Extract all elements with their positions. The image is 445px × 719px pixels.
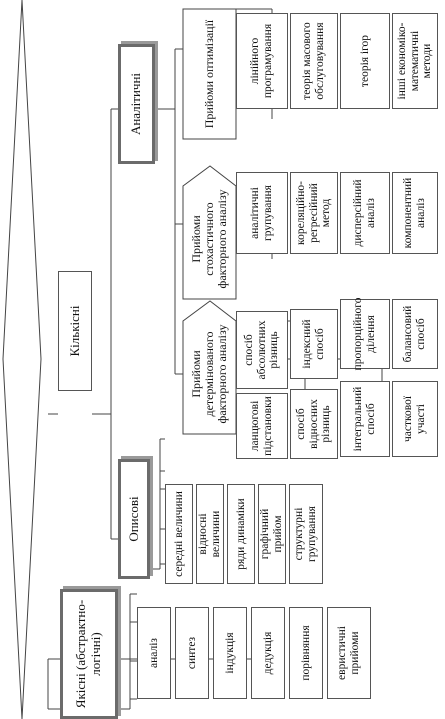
descriptive-label: Описові: [125, 496, 141, 542]
group-item-text: спосіб відносних різниць: [294, 399, 333, 449]
analytical-label: Аналітичні: [128, 72, 144, 136]
group-item-text: балансовий спосіб: [402, 305, 427, 363]
deterministic-item-absolute-differences: спосіб абсолютних різниць: [236, 311, 288, 389]
stochastic-item-correlation-regression: кореляційно-регресійний метод: [290, 172, 338, 254]
stochastic-item-analytical-grouping: аналітичні групування: [236, 172, 288, 254]
group-item-text: теорія ігор: [358, 34, 371, 88]
group-item-text: пропорційного ділення: [352, 297, 377, 371]
deterministic-item-proportional: пропорційного ділення: [340, 297, 390, 371]
page-title: ПРИЙОМИ ЕКОНОМІЧНОГО АНАЛІЗУ: [4, 19, 40, 699]
optimization-item-other-methods: інші економіко-математичні методи: [392, 13, 438, 109]
optimization-item-linear-programming: лінійного програмування: [236, 13, 288, 109]
qualitative-item-induction: індукція: [213, 607, 247, 699]
qualitative-item-text: синтез: [185, 636, 198, 670]
descriptive-item-text: графічний прийом: [259, 508, 284, 560]
group-label-shape-1: [182, 165, 237, 300]
quantitative-label-box: Кількісні: [58, 271, 92, 391]
descriptive-item-text: середні величини: [172, 491, 185, 577]
qualitative-item-text: індукція: [223, 632, 236, 674]
qualitative-item-deduction: дедукція: [251, 607, 285, 699]
qualitative-item-text: дедукція: [261, 631, 274, 675]
descriptive-item-text: відносні величини: [197, 510, 222, 558]
group-label-optimization: Прийоми оптимізації: [183, 14, 236, 134]
optimization-item-queueing-theory: теорія масового обслуговування: [290, 13, 338, 109]
deterministic-item-index: індексний спосіб: [290, 309, 338, 379]
group-item-text: аналітичні групування: [249, 185, 274, 241]
qualitative-item-text: евристичні прийоми: [336, 626, 361, 680]
group-item-text: кореляційно-регресійний метод: [294, 181, 333, 245]
group-item-text: спосіб абсолютних різниць: [242, 320, 281, 380]
descriptive-item-relative: відносні величини: [196, 484, 224, 584]
qualitative-label: Якісні (абстрактно-логічні): [73, 599, 103, 709]
stochastic-item-dispersion: дисперсійний аналіз: [340, 172, 390, 254]
qualitative-item-heuristic: евристичні прийоми: [327, 607, 371, 699]
descriptive-item-graphic: графічний прийом: [258, 484, 286, 584]
optimization-item-game-theory: теорія ігор: [340, 13, 390, 109]
qualitative-item-comparison: порівняння: [289, 607, 323, 699]
qualitative-item-synthesis: синтез: [175, 607, 209, 699]
group-label-deterministic: Прийоми детермінованого факторного аналі…: [183, 319, 236, 429]
deterministic-item-integral: інтегральний спосіб: [340, 381, 390, 457]
descriptive-item-text: структурні групування: [293, 506, 318, 562]
qualitative-item-text: порівняння: [299, 625, 312, 681]
group-item-text: часткової участі: [402, 395, 427, 443]
descriptive-label-box: Описові: [118, 459, 150, 579]
qualitative-item-analysis: аналіз: [137, 607, 171, 699]
group-item-text: лінійного програмування: [249, 23, 274, 99]
group-label-text: Прийоми детермінованого факторного аналі…: [188, 324, 230, 424]
deterministic-item-partial-participation: часткової участі: [392, 381, 438, 457]
descriptive-item-text: ряди динаміки: [234, 498, 247, 570]
descriptive-item-average: середні величини: [165, 484, 193, 584]
qualitative-item-text: аналіз: [147, 638, 160, 668]
group-item-text: інтегральний спосіб: [352, 386, 377, 452]
descriptive-item-structural: структурні групування: [289, 484, 323, 584]
analytical-label-box: Аналітичні: [118, 44, 155, 164]
title-arrow-shape: [2, 0, 42, 719]
group-label-shape-0: [182, 300, 237, 435]
group-label-stochastic: Прийоми стохастичного факторного аналізу: [183, 184, 236, 294]
group-item-text: індексний спосіб: [301, 319, 326, 369]
deterministic-item-relative-differences: спосіб відносних різниць: [290, 389, 338, 459]
deterministic-item-chain-substitution: ланцюгові підстановки: [236, 393, 288, 459]
descriptive-item-time-series: ряди динаміки: [227, 484, 255, 584]
group-label-text: Прийоми стохастичного факторного аналізу: [188, 189, 230, 289]
group-item-text: інші економіко-математичні методи: [395, 22, 434, 100]
group-item-text: теорія масового обслуговування: [301, 22, 326, 100]
group-item-text: компонентний аналіз: [402, 177, 427, 249]
page-title-text: ПРИЙОМИ ЕКОНОМІЧНОГО АНАЛІЗУ: [14, 220, 29, 498]
deterministic-item-balance: балансовий спосіб: [392, 299, 438, 369]
qualitative-label-box: Якісні (абстрактно-логічні): [60, 589, 118, 719]
group-item-text: ланцюгові підстановки: [249, 396, 274, 456]
stochastic-item-component: компонентний аналіз: [392, 172, 438, 254]
group-label-text: Прийоми оптимізації: [201, 19, 216, 129]
group-item-text: дисперсійний аналіз: [352, 179, 377, 247]
quantitative-label: Кількісні: [66, 305, 82, 357]
